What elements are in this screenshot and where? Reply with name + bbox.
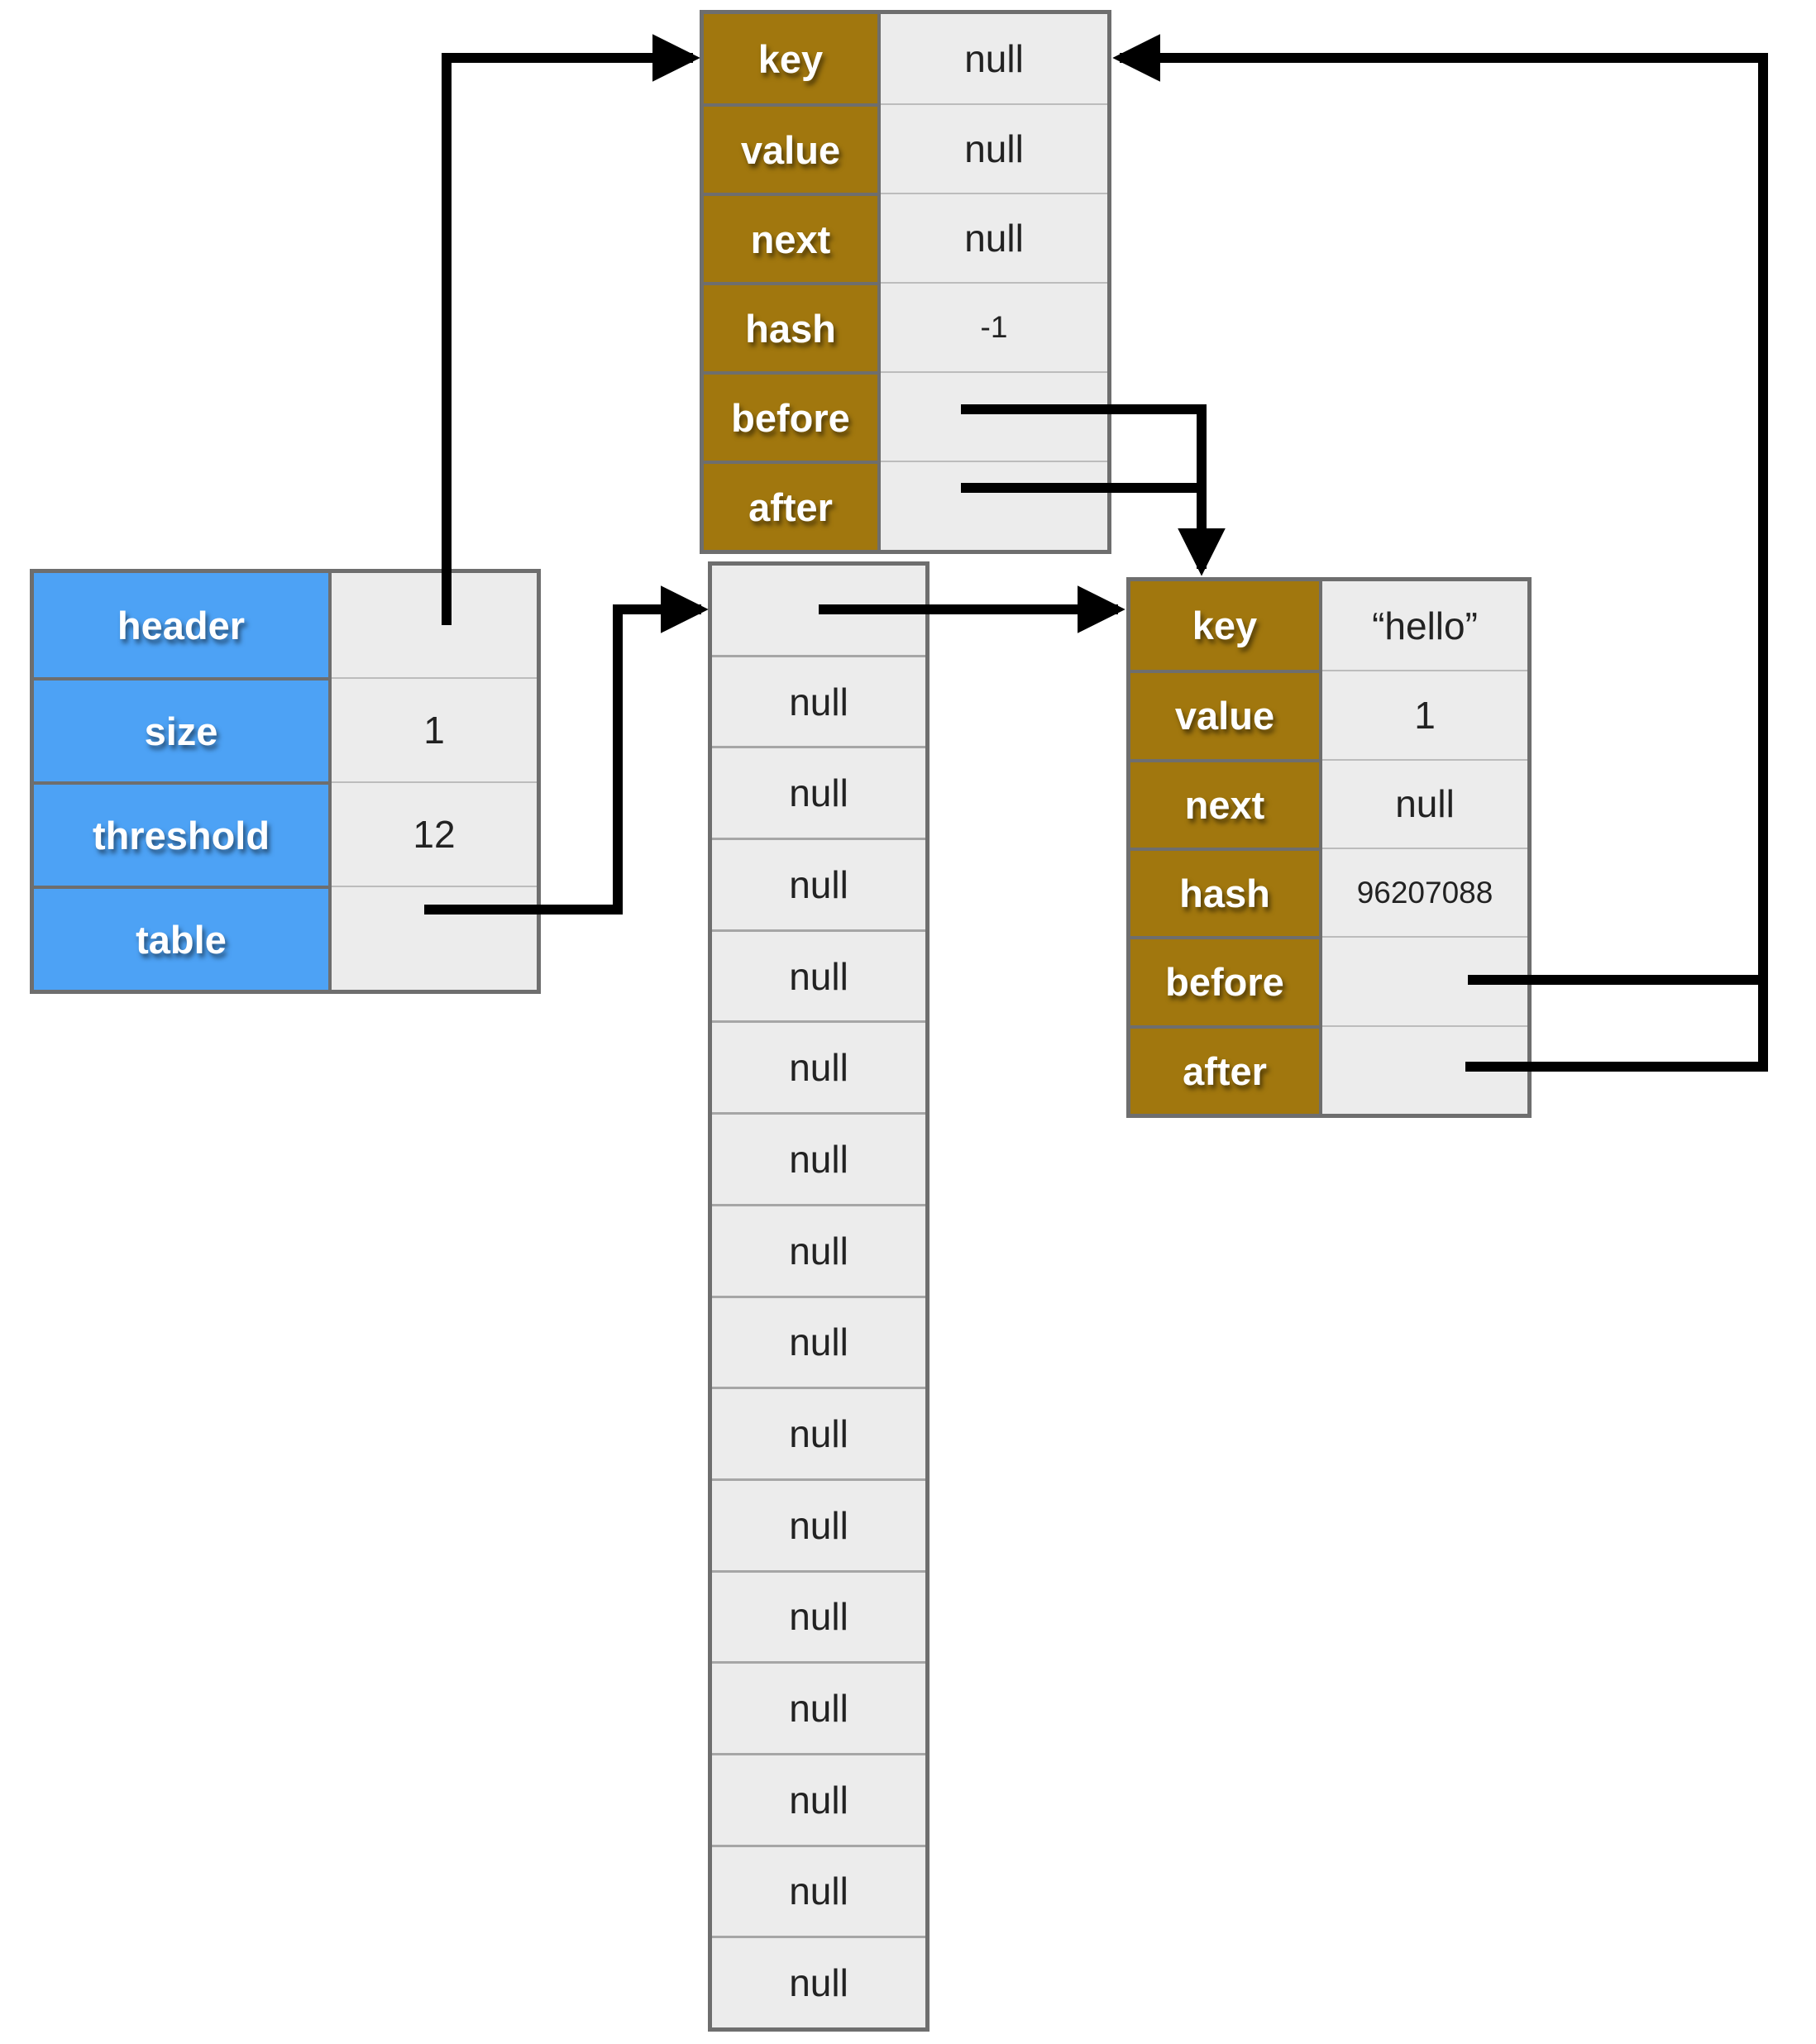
bucket-slot-4: null bbox=[712, 929, 925, 1021]
value-field-label: value bbox=[1130, 670, 1322, 759]
bucket-slot-12: null bbox=[712, 1661, 925, 1753]
value-field-value: 1 bbox=[1322, 670, 1527, 759]
map-table-row-header: header bbox=[34, 573, 537, 677]
entry-node-row-before: before bbox=[1130, 936, 1527, 1025]
after-field-value bbox=[1322, 1024, 1527, 1114]
hash-field-value: -1 bbox=[881, 282, 1107, 371]
next-field-value: null bbox=[881, 193, 1107, 282]
bucket-slot-10: null bbox=[712, 1478, 925, 1570]
key-field-value: null bbox=[881, 14, 1107, 103]
bucket-slot-0 bbox=[712, 566, 925, 655]
table-field-label: table bbox=[34, 886, 332, 990]
before-field-label: before bbox=[704, 371, 881, 461]
hash-field-value: 96207088 bbox=[1322, 847, 1527, 937]
header-field-value bbox=[332, 573, 537, 677]
next-field-value: null bbox=[1322, 758, 1527, 848]
bucket-slot-1: null bbox=[712, 654, 925, 747]
before-field-label: before bbox=[1130, 936, 1322, 1025]
header-node-row-after: after bbox=[704, 461, 1107, 550]
value-field-label: value bbox=[704, 103, 881, 193]
bucket-slot-7: null bbox=[712, 1203, 925, 1296]
threshold-field-value: 12 bbox=[332, 781, 537, 886]
map-table-row-table: table bbox=[34, 886, 537, 990]
hash-field-label: hash bbox=[704, 282, 881, 371]
bucket-slot-9: null bbox=[712, 1387, 925, 1478]
key-field-value: “hello” bbox=[1322, 581, 1527, 671]
size-field-value: 1 bbox=[332, 677, 537, 781]
header-node-row-hash: hash-1 bbox=[704, 282, 1107, 371]
bucket-slot-2: null bbox=[712, 746, 925, 838]
entry-node-row-after: after bbox=[1130, 1024, 1527, 1114]
header-field-label: header bbox=[34, 573, 332, 677]
bucket-slot-5: null bbox=[712, 1020, 925, 1112]
bucket-slot-6: null bbox=[712, 1112, 925, 1204]
after-field-value bbox=[881, 461, 1107, 550]
header-node-row-before: before bbox=[704, 371, 1107, 461]
key-field-label: key bbox=[704, 14, 881, 103]
bucket-slot-3: null bbox=[712, 838, 925, 929]
next-field-label: next bbox=[1130, 758, 1322, 848]
before-field-value bbox=[881, 371, 1107, 461]
bucket-slot-14: null bbox=[712, 1844, 925, 1937]
threshold-field-label: threshold bbox=[34, 781, 332, 886]
key-field-label: key bbox=[1130, 581, 1322, 671]
bucket-slot-13: null bbox=[712, 1752, 925, 1845]
after-field-label: after bbox=[704, 461, 881, 550]
size-field-label: size bbox=[34, 677, 332, 781]
bucket-slot-11: null bbox=[712, 1569, 925, 1662]
hash-field-label: hash bbox=[1130, 847, 1322, 937]
value-field-value: null bbox=[881, 103, 1107, 193]
map-header-to-header-node bbox=[442, 34, 700, 625]
table-field-value bbox=[332, 886, 537, 990]
after-field-label: after bbox=[1130, 1024, 1322, 1114]
bucket-slot-15: null bbox=[712, 1936, 925, 2027]
bucket-slot-8: null bbox=[712, 1295, 925, 1387]
next-field-label: next bbox=[704, 193, 881, 282]
entry-node-row-key: key“hello” bbox=[1130, 581, 1527, 671]
before-field-value bbox=[1322, 936, 1527, 1025]
